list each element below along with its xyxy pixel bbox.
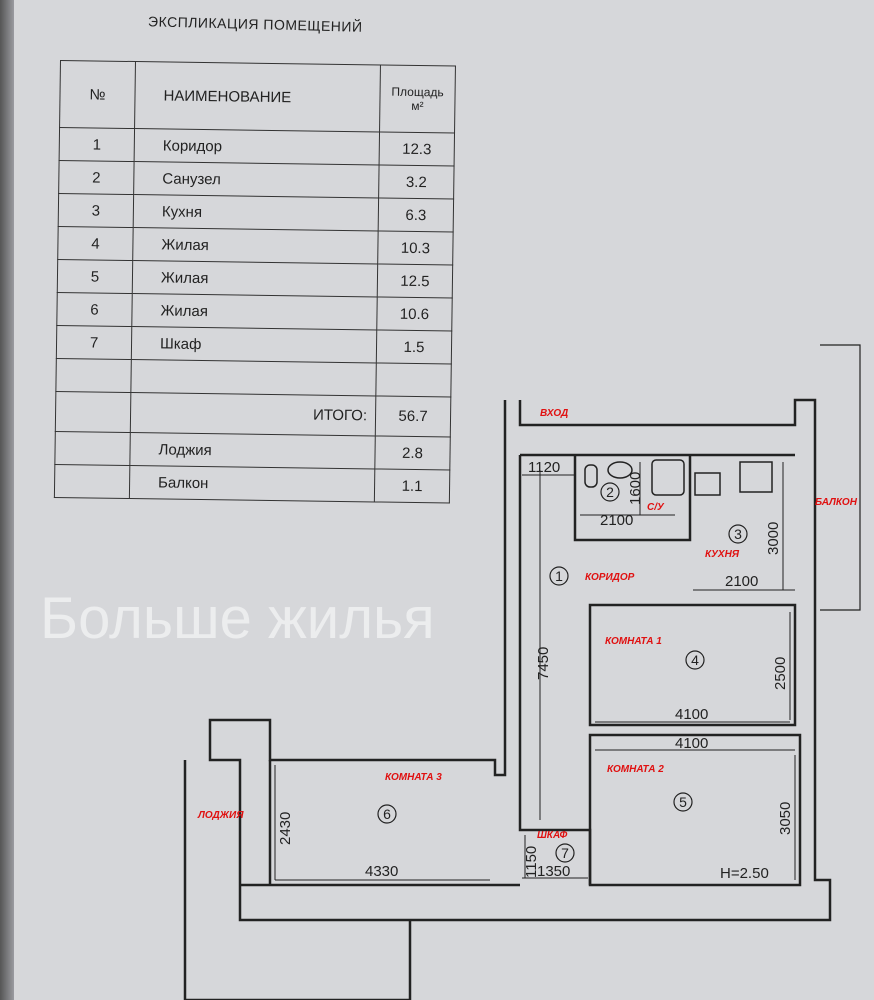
label-corridor: КОРИДОР (585, 572, 635, 583)
dim-2500: 2500 (772, 657, 789, 690)
dim-3050: 3050 (777, 802, 794, 835)
label-room2: КОМНАТА 2 (607, 764, 664, 775)
dim-1120: 1120 (528, 459, 560, 476)
dim-2430: 2430 (277, 812, 294, 845)
dimension-lines (274, 462, 796, 881)
room-number-6: 6 (383, 806, 391, 822)
room-number-5: 5 (679, 794, 687, 810)
dim-4330: 4330 (365, 863, 398, 880)
label-bath: С/У (647, 502, 665, 513)
room-number-2: 2 (606, 484, 614, 500)
room-number-4: 4 (691, 652, 699, 668)
dim-1350: 1350 (537, 863, 570, 880)
label-entrance: ВХОД (540, 408, 568, 419)
room-number-7: 7 (561, 845, 569, 861)
dim-2100-bath: 2100 (600, 512, 633, 529)
label-loggia: ЛОДЖИЯ (197, 810, 244, 821)
room-number-circles (377, 482, 748, 863)
dim-2100-kitchen: 2100 (725, 573, 758, 590)
dim-3000: 3000 (765, 522, 782, 555)
dim-4100-room5: 4100 (675, 735, 708, 752)
label-closet: ШКАФ (537, 830, 568, 841)
dim-1600: 1600 (627, 472, 644, 505)
room-number-3: 3 (734, 526, 742, 542)
label-room3: КОМНАТА 3 (385, 772, 442, 783)
walls (183, 344, 861, 1000)
ceiling-height: H=2.50 (720, 865, 769, 882)
dim-4100-room4: 4100 (675, 706, 708, 723)
label-kitchen: КУХНЯ (705, 549, 740, 560)
label-room1: КОМНАТА 1 (605, 636, 662, 647)
dim-1150: 1150 (523, 846, 540, 878)
dim-7450: 7450 (535, 647, 552, 680)
label-balcony: БАЛКОН (815, 497, 858, 508)
page-edge (0, 0, 14, 1000)
room-number-1: 1 (555, 568, 563, 584)
watermark: Больше жилья (40, 586, 435, 651)
